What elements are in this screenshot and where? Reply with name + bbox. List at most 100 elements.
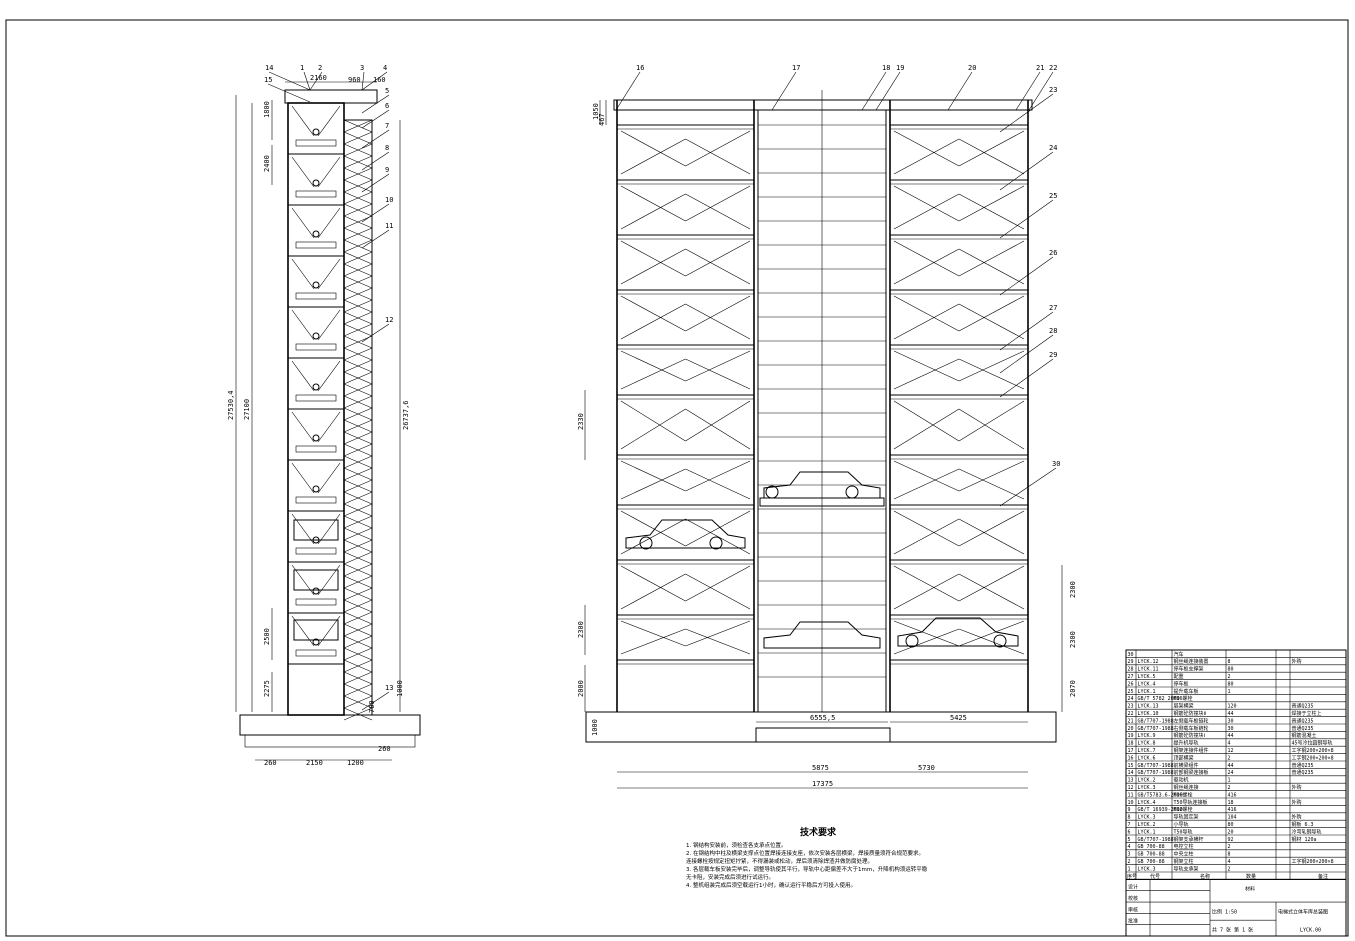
front-brace [620,130,686,167]
lattice-diag [343,479,373,493]
front-brace [893,620,960,647]
front-brace [620,620,686,647]
side-pallet [295,445,337,453]
table-cell: LYCK.1 [1138,689,1156,695]
note-line-2: 2. 在钢结构中柱及横梁支撑点位置焊接连接支座，依次安装各层横梁，焊接质量须符合… [686,849,924,857]
table-cell: 导轨固定架 [1174,814,1199,821]
note-line-6: 4. 整机组装完成后须空载运行1小时，确认运行平稳后方可投入使用。 [686,881,856,889]
balloon-label: 13 [385,684,393,692]
table-cell: GB/T707-1988 [1138,770,1174,776]
table-cell: LYCK.2 [1138,822,1156,828]
side-pallet [295,139,337,147]
front-brace [958,400,1025,442]
side-car-box [293,569,339,591]
table-cell: 11 [1128,792,1134,798]
front-dim-left-half-text: 5875 [812,764,829,772]
lattice-diag [343,539,373,553]
table-cell: 小导轨 [1174,821,1189,828]
lattice-diag [343,335,373,349]
balloon-leader [999,256,1054,296]
front-brace [620,248,686,285]
front-brace [893,518,960,555]
lattice-diag [343,419,373,433]
balloon-label: 30 [1052,460,1060,468]
table-cell: 22 [1128,711,1134,717]
balloon-label: 11 [385,222,393,230]
front-brace [620,565,686,602]
side-pallet [295,649,337,657]
lattice-diag [343,203,373,217]
table-cell: 2 [1228,866,1231,872]
table-cell: 45号冷拉圆钢导轨 [1292,740,1333,747]
side-dim-top-small: 160 [373,76,386,84]
table-cell: GB/T707-1988 [1138,763,1174,769]
table-cell: M16螺栓 [1174,695,1193,702]
side-brace [291,513,315,545]
side-dim-bottom-left: 2275 [263,680,271,697]
balloon-label: 5 [385,87,389,95]
side-brace [317,513,341,545]
front-dim-mid-left: 2330 [577,413,585,430]
side-dim-top-width: 2160 [310,74,327,82]
side-brace [317,207,341,239]
lattice-diag [343,431,373,445]
front-top-beam [613,99,1033,111]
front-brace [620,240,686,277]
table-cell: 汽车 [1174,651,1184,658]
front-brace [620,350,686,382]
balloon-leader [361,151,390,171]
table-cell: 2 [1228,755,1231,761]
table-cell: 44 [1228,763,1234,769]
balloon-leader [999,311,1054,351]
balloon-leader [361,203,390,223]
table-cell: 普通Q235 [1292,703,1314,710]
front-brace [685,295,751,332]
lattice-diag [343,143,373,157]
table-cell: 普通Q235 [1292,762,1314,769]
table-cell: LYCK.4 [1138,681,1156,687]
table-cell: 配重 [1174,673,1184,680]
side-dim-overall-c: 26737,6 [402,400,410,430]
balloon-label: 1 [300,64,304,72]
front-brace [620,573,686,610]
table-cell: 外购 [1292,658,1302,665]
balloon-label: 15 [264,76,272,84]
balloon-leader [999,334,1054,374]
table-cell: M12螺栓 [1174,806,1193,813]
front-brace [893,193,960,230]
table-cell: 80 [1228,822,1234,828]
lattice-diag [343,119,373,133]
front-brace [685,248,751,285]
side-brace [317,156,341,188]
lattice-diag [343,131,373,145]
table-cell: LYCK.4 [1138,800,1156,806]
balloon-leader [361,109,390,129]
front-brace [685,130,751,167]
front-brace [958,620,1025,647]
table-cell: 26 [1128,681,1134,687]
table-cell: 14 [1128,770,1134,776]
table-cell: 1 [1228,689,1231,695]
table-cell: 18 [1128,741,1134,747]
front-brace [620,303,686,340]
side-brace [291,462,315,494]
lattice-diag [343,707,373,721]
balloon-leader [267,83,311,103]
table-cell: 工字钢200×200×8 [1292,754,1334,761]
table-cell: 416 [1228,792,1237,798]
front-brace [685,240,751,277]
side-dim-overall-a: 27530,4 [227,390,235,420]
side-base-pit [244,734,416,748]
front-brace [893,295,960,332]
table-cell: LYCK.2 [1138,778,1156,784]
front-brace [685,408,751,450]
front-brace [958,565,1025,602]
front-brace [958,628,1025,655]
lattice-diag [343,287,373,301]
front-brace [893,468,960,500]
side-dim-overall-b: 27100 [243,399,251,420]
note-line-1: 1. 钢结构安装前，须检查各支承点位置。 [686,841,787,849]
table-cell: 停车板支撑架 [1174,666,1204,673]
